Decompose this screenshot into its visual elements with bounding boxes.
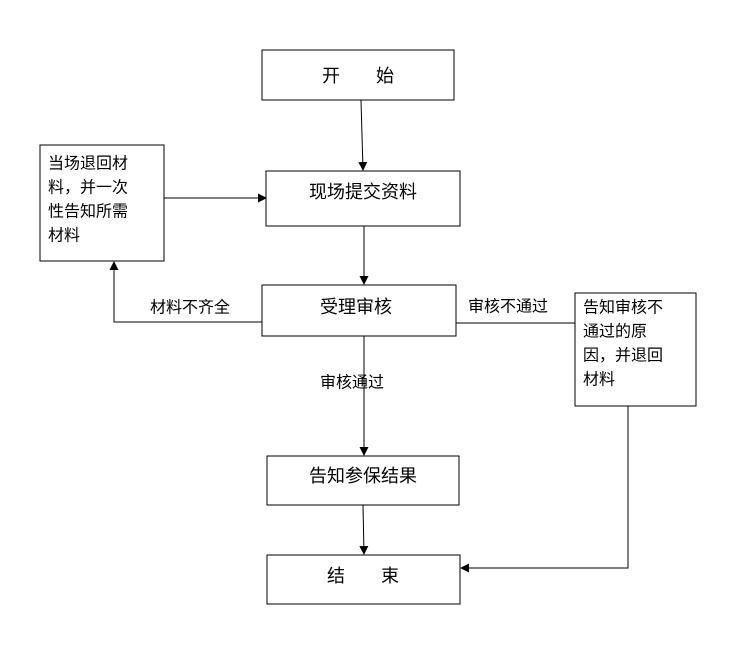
- node-return-right-line-3: 因，并退回: [583, 346, 663, 365]
- node-return-left-line-4: 材料: [48, 226, 80, 245]
- edge-label-incomplete: 材料不齐全: [150, 298, 230, 317]
- node-end: 结 束: [266, 554, 461, 605]
- node-end-label: 结 束: [327, 566, 399, 587]
- node-return-left-line-2: 料，并一次: [48, 178, 128, 197]
- node-return-left: 当场退回材 料，并一次 性告知所需 材料: [39, 144, 165, 262]
- arrow-notify-result-to-end: [359, 504, 369, 555]
- node-review-label: 受理审核: [320, 297, 392, 318]
- node-start: 开 始: [261, 49, 455, 101]
- arrow-review-to-return-left: [109, 261, 262, 323]
- node-review: 受理审核: [261, 284, 457, 337]
- node-submit-documents-label: 现场提交资料: [309, 182, 417, 203]
- node-return-right-line-4: 材料: [583, 370, 615, 389]
- node-return-right-line-2: 通过的原: [583, 322, 647, 341]
- node-submit-documents: 现场提交资料: [265, 170, 461, 227]
- node-return-right-line-1: 告知审核不: [583, 298, 663, 317]
- arrow-return-right-to-end: [460, 406, 629, 573]
- node-return-left-line-3: 性告知所需: [48, 202, 128, 221]
- node-notify-result: 告知参保结果: [266, 455, 460, 506]
- node-return-right: 告知审核不 通过的原 因，并退回 材料: [574, 292, 697, 407]
- node-start-label: 开 始: [322, 66, 394, 87]
- node-notify-result-label: 告知参保结果: [309, 466, 417, 487]
- node-return-left-line-1: 当场退回材: [48, 154, 128, 173]
- arrow-start-to-submit: [358, 99, 368, 171]
- edge-label-rejected: 审核不通过: [468, 297, 548, 316]
- edge-label-approved: 审核通过: [320, 373, 384, 392]
